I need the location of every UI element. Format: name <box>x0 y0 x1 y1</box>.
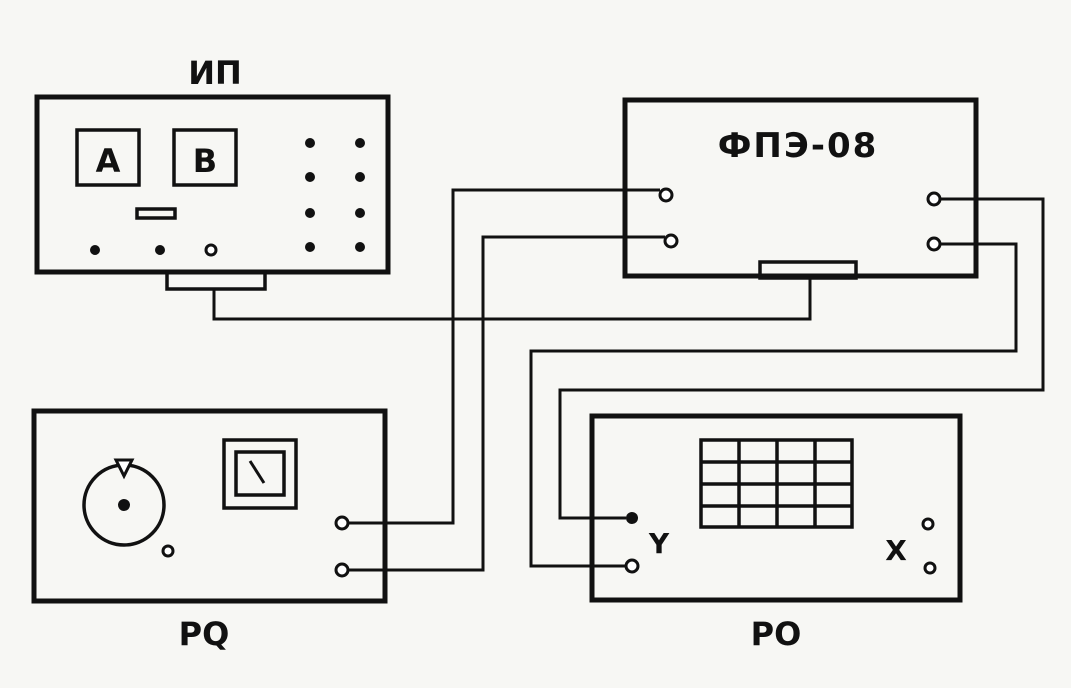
button-b[interactable] <box>172 128 238 187</box>
knob-3[interactable] <box>305 172 315 182</box>
input-x-jack-1[interactable] <box>921 517 935 531</box>
fpe-output-jack-2[interactable] <box>926 236 942 252</box>
frequency-dial-center <box>118 499 130 511</box>
button-a[interactable] <box>75 128 141 187</box>
terminal-2[interactable] <box>155 245 165 255</box>
knob-5[interactable] <box>305 208 315 218</box>
fpe-module-label: ФПЭ-08 <box>718 126 879 166</box>
knob-1[interactable] <box>305 138 315 148</box>
meter-needle-icon <box>248 460 266 484</box>
generator-knob[interactable] <box>161 544 175 558</box>
knob-6[interactable] <box>355 208 365 218</box>
oscilloscope-body <box>589 413 963 603</box>
input-x-label: X <box>885 534 907 567</box>
knob-2[interactable] <box>355 138 365 148</box>
input-y-label: Y <box>648 527 670 560</box>
generator-body <box>31 408 388 604</box>
button-b-label: B <box>193 142 217 180</box>
connection-wires <box>212 188 1045 572</box>
wire-fpe-to-oscilloscope-1 <box>558 197 1045 520</box>
terminal-1[interactable] <box>90 245 100 255</box>
power-switch[interactable] <box>135 207 177 220</box>
fpe-input-jack-1[interactable] <box>658 187 674 203</box>
fpe-output-jack-1[interactable] <box>926 191 942 207</box>
wire-power-to-fpe <box>212 278 812 321</box>
knob-4[interactable] <box>355 172 365 182</box>
input-y-jack-1[interactable] <box>626 512 638 524</box>
fpe-input-jack-2[interactable] <box>663 233 679 249</box>
terminal-3[interactable] <box>204 243 218 257</box>
input-y-jack-2[interactable] <box>624 558 640 574</box>
generator-output-jack-2[interactable] <box>334 562 350 578</box>
knob-8[interactable] <box>355 242 365 252</box>
input-x-jack-2[interactable] <box>923 561 937 575</box>
oscilloscope-label: PO <box>751 615 802 653</box>
generator-device: PQ <box>31 408 388 653</box>
wire-generator-to-fpe-2 <box>348 235 665 572</box>
fpe-connector <box>758 260 858 280</box>
fpe-module-device: ФПЭ-08 <box>622 97 979 280</box>
power-supply-device: ИП A B <box>34 54 391 291</box>
power-supply-label: ИП <box>188 54 242 92</box>
oscilloscope-screen <box>699 438 854 529</box>
generator-label: PQ <box>179 615 230 653</box>
generator-meter-scale <box>234 450 286 497</box>
wire-fpe-to-oscilloscope-2 <box>529 242 1018 568</box>
oscilloscope-device: Y X PO <box>589 413 963 653</box>
power-supply-connector <box>165 270 267 291</box>
knob-7[interactable] <box>305 242 315 252</box>
wire-generator-to-fpe-1 <box>348 188 660 525</box>
dial-pointer-icon <box>113 458 135 480</box>
generator-output-jack-1[interactable] <box>334 515 350 531</box>
generator-meter <box>222 438 298 510</box>
fpe-module-body <box>622 97 979 279</box>
button-a-label: A <box>96 142 121 180</box>
